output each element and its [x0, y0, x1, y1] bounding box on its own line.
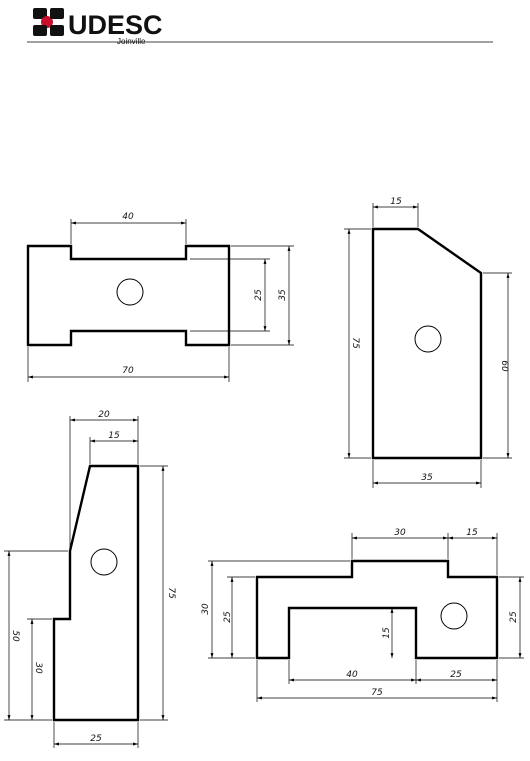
dim-15-inner: 15	[382, 627, 392, 639]
dim-70: 70	[122, 366, 134, 376]
dim-35: 35	[278, 289, 288, 301]
dim-25: 25	[254, 289, 264, 301]
dim-75: 75	[371, 688, 383, 698]
dim-25-left: 25	[223, 611, 233, 623]
dim-25: 25	[90, 734, 102, 744]
bottom-left-part: 20 15 75 50 30 25	[4, 410, 176, 748]
dim-50: 50	[10, 630, 20, 642]
dim-25-right: 25	[509, 611, 519, 623]
dim-15: 15	[390, 197, 402, 207]
dim-15-top: 15	[466, 528, 478, 538]
dim-40: 40	[122, 212, 134, 222]
dim-30: 30	[33, 662, 43, 674]
dim-30-top: 30	[394, 528, 406, 538]
top-left-part: 40 25 35 70	[28, 212, 294, 382]
top-right-part: 15 75 60 35	[344, 197, 512, 488]
logo-subtext: Joinville	[117, 37, 146, 46]
logo-mark-icon	[33, 8, 64, 36]
dim-40: 40	[346, 670, 358, 680]
dim-15: 15	[108, 431, 120, 441]
logo-text: UDESC	[68, 10, 163, 40]
dim-75: 75	[166, 587, 176, 599]
udesc-logo: UDESC Joinville	[33, 8, 163, 46]
dim-35: 35	[421, 473, 433, 483]
dim-75: 75	[350, 337, 360, 349]
dim-25-bottom: 25	[450, 670, 462, 680]
dim-60: 60	[499, 360, 509, 372]
dim-30-left: 30	[201, 603, 211, 615]
bottom-right-part: 30 15 30 25 15 25 40 25 75	[201, 528, 524, 702]
dim-20: 20	[98, 410, 110, 420]
